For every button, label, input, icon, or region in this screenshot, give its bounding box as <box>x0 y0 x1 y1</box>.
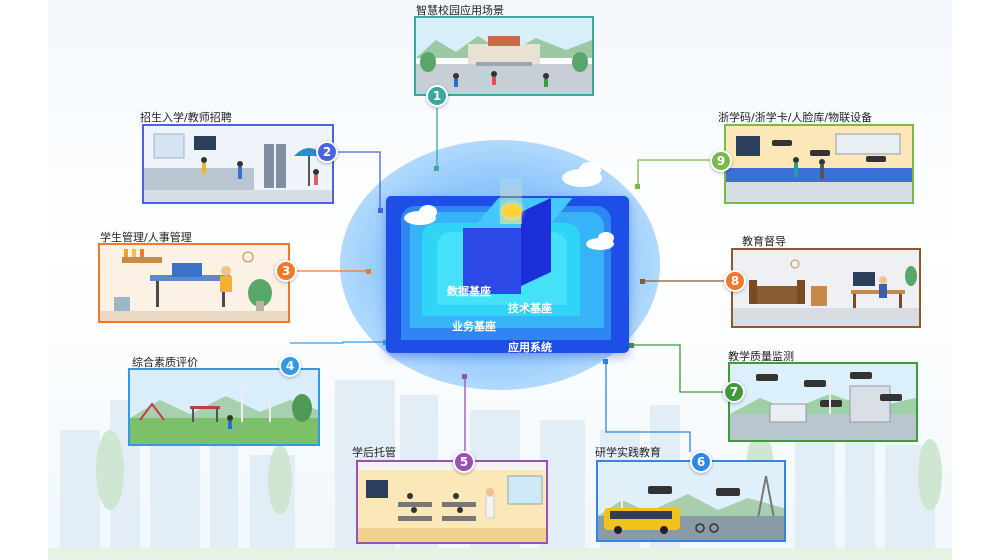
layer-label-data: 数据基座 <box>447 285 491 298</box>
cube-front-face <box>463 228 521 294</box>
scene-badge-1: 1 <box>426 85 448 107</box>
scene-card-8[interactable] <box>731 248 921 328</box>
scene-title-3: 学生管理/人事管理 <box>100 231 192 244</box>
scene-card-6[interactable] <box>596 460 786 542</box>
scene-title-8: 教育督导 <box>742 235 786 248</box>
scene-card-2[interactable] <box>142 124 334 204</box>
layer-label-application: 应用系统 <box>508 341 552 354</box>
scene-badge-9: 9 <box>710 150 732 172</box>
cube-side-face <box>521 198 551 286</box>
scene-badge-6: 6 <box>690 451 712 473</box>
platform-clouds <box>404 162 614 250</box>
scene-badge-4: 4 <box>279 355 301 377</box>
scene-title-5: 学后托管 <box>352 446 396 459</box>
scene-badge-7: 7 <box>723 381 745 403</box>
scene-badge-2: 2 <box>316 141 338 163</box>
classroom-scene-illustration <box>358 462 546 542</box>
layer-label-tech: 技术基座 <box>508 302 552 315</box>
scene-title-9: 浙学码/浙学卡/人脸库/物联设备 <box>718 111 873 124</box>
scene-card-1[interactable] <box>414 16 594 96</box>
monitoring-scene-illustration <box>730 364 916 440</box>
playground-scene-illustration <box>130 370 318 444</box>
scene-card-3[interactable] <box>98 243 290 323</box>
right-margin-band <box>952 0 1000 560</box>
scene-card-5[interactable] <box>356 460 548 544</box>
campus-scene-illustration <box>416 18 592 94</box>
scene-card-9[interactable] <box>724 124 914 204</box>
scene-title-4: 综合素质评价 <box>132 356 198 369</box>
core-gem-icon <box>502 204 522 218</box>
office-desk-scene-illustration <box>100 245 288 321</box>
scene-title-2: 招生入学/教师招聘 <box>140 111 232 124</box>
scene-card-4[interactable] <box>128 368 320 446</box>
iot-devices-scene-illustration <box>726 126 912 202</box>
scene-card-7[interactable] <box>728 362 918 442</box>
scene-badge-3: 3 <box>275 260 297 282</box>
scene-title-6: 研学实践教育 <box>595 446 661 459</box>
scene-badge-5: 5 <box>453 451 475 473</box>
left-margin-band <box>0 0 48 560</box>
layer-label-business: 业务基座 <box>452 320 496 333</box>
scene-title-1: 智慧校园应用场景 <box>416 4 504 17</box>
scene-title-7: 教学质量监测 <box>728 350 794 363</box>
school-bus-scene-illustration <box>598 462 784 540</box>
living-room-scene-illustration <box>733 250 919 326</box>
scene-badge-8: 8 <box>724 270 746 292</box>
enrollment-office-scene-illustration <box>144 126 332 202</box>
